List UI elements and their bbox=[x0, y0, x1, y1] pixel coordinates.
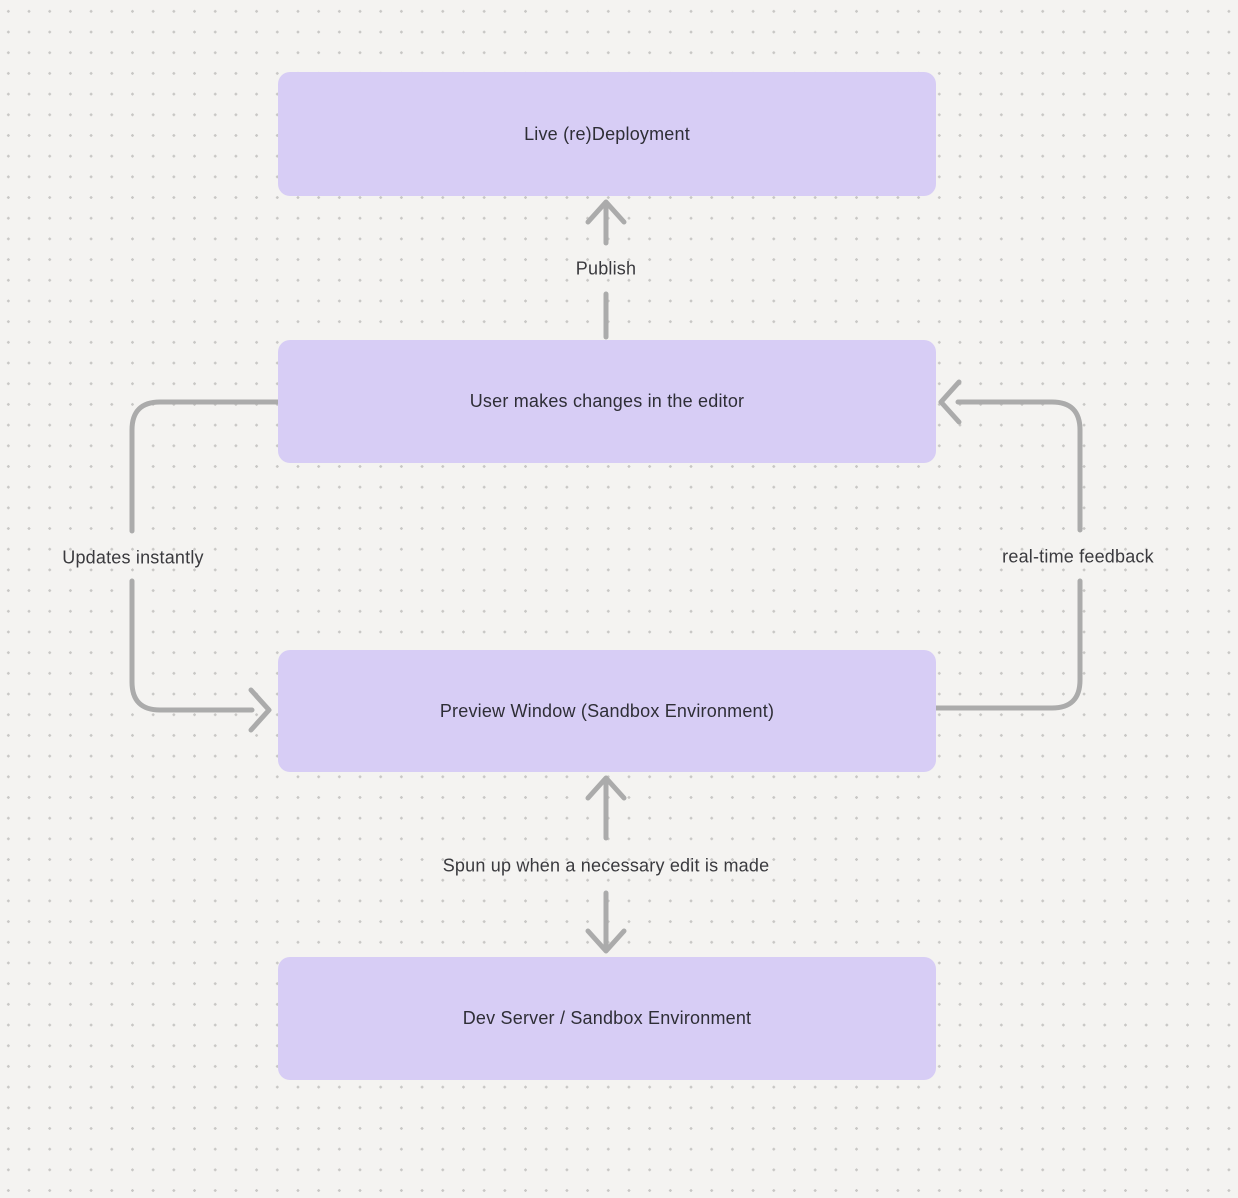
edge-label-spun-up: Spun up when a necessary edit is made bbox=[442, 855, 770, 876]
node-user-editor-label: User makes changes in the editor bbox=[469, 391, 745, 411]
edge-label-updates-instantly: Updates instantly bbox=[62, 547, 204, 568]
node-live-redeployment-label: Live (re)Deployment bbox=[524, 123, 690, 144]
edge-label-publish: Publish bbox=[575, 258, 637, 279]
node-dev-server-label: Dev Server / Sandbox Environment bbox=[462, 1008, 752, 1028]
edge-updates-instantly-arrow[interactable] bbox=[129, 399, 281, 733]
node-preview-window-label: Preview Window (Sandbox Environment) bbox=[439, 700, 775, 721]
node-live-redeployment[interactable]: Live (re)Deployment bbox=[278, 72, 936, 196]
edge-label-real-time-feedback: real-time feedback bbox=[1002, 546, 1154, 567]
node-preview-window[interactable]: Preview Window (Sandbox Environment) bbox=[278, 650, 936, 772]
node-user-editor[interactable]: User makes changes in the editor bbox=[278, 340, 936, 463]
edge-spun-up-arrow[interactable] bbox=[585, 775, 627, 954]
edge-real-time-feedback-arrow[interactable] bbox=[933, 379, 1083, 711]
edge-publish-arrow[interactable] bbox=[585, 199, 627, 340]
node-dev-server[interactable]: Dev Server / Sandbox Environment bbox=[278, 957, 936, 1080]
